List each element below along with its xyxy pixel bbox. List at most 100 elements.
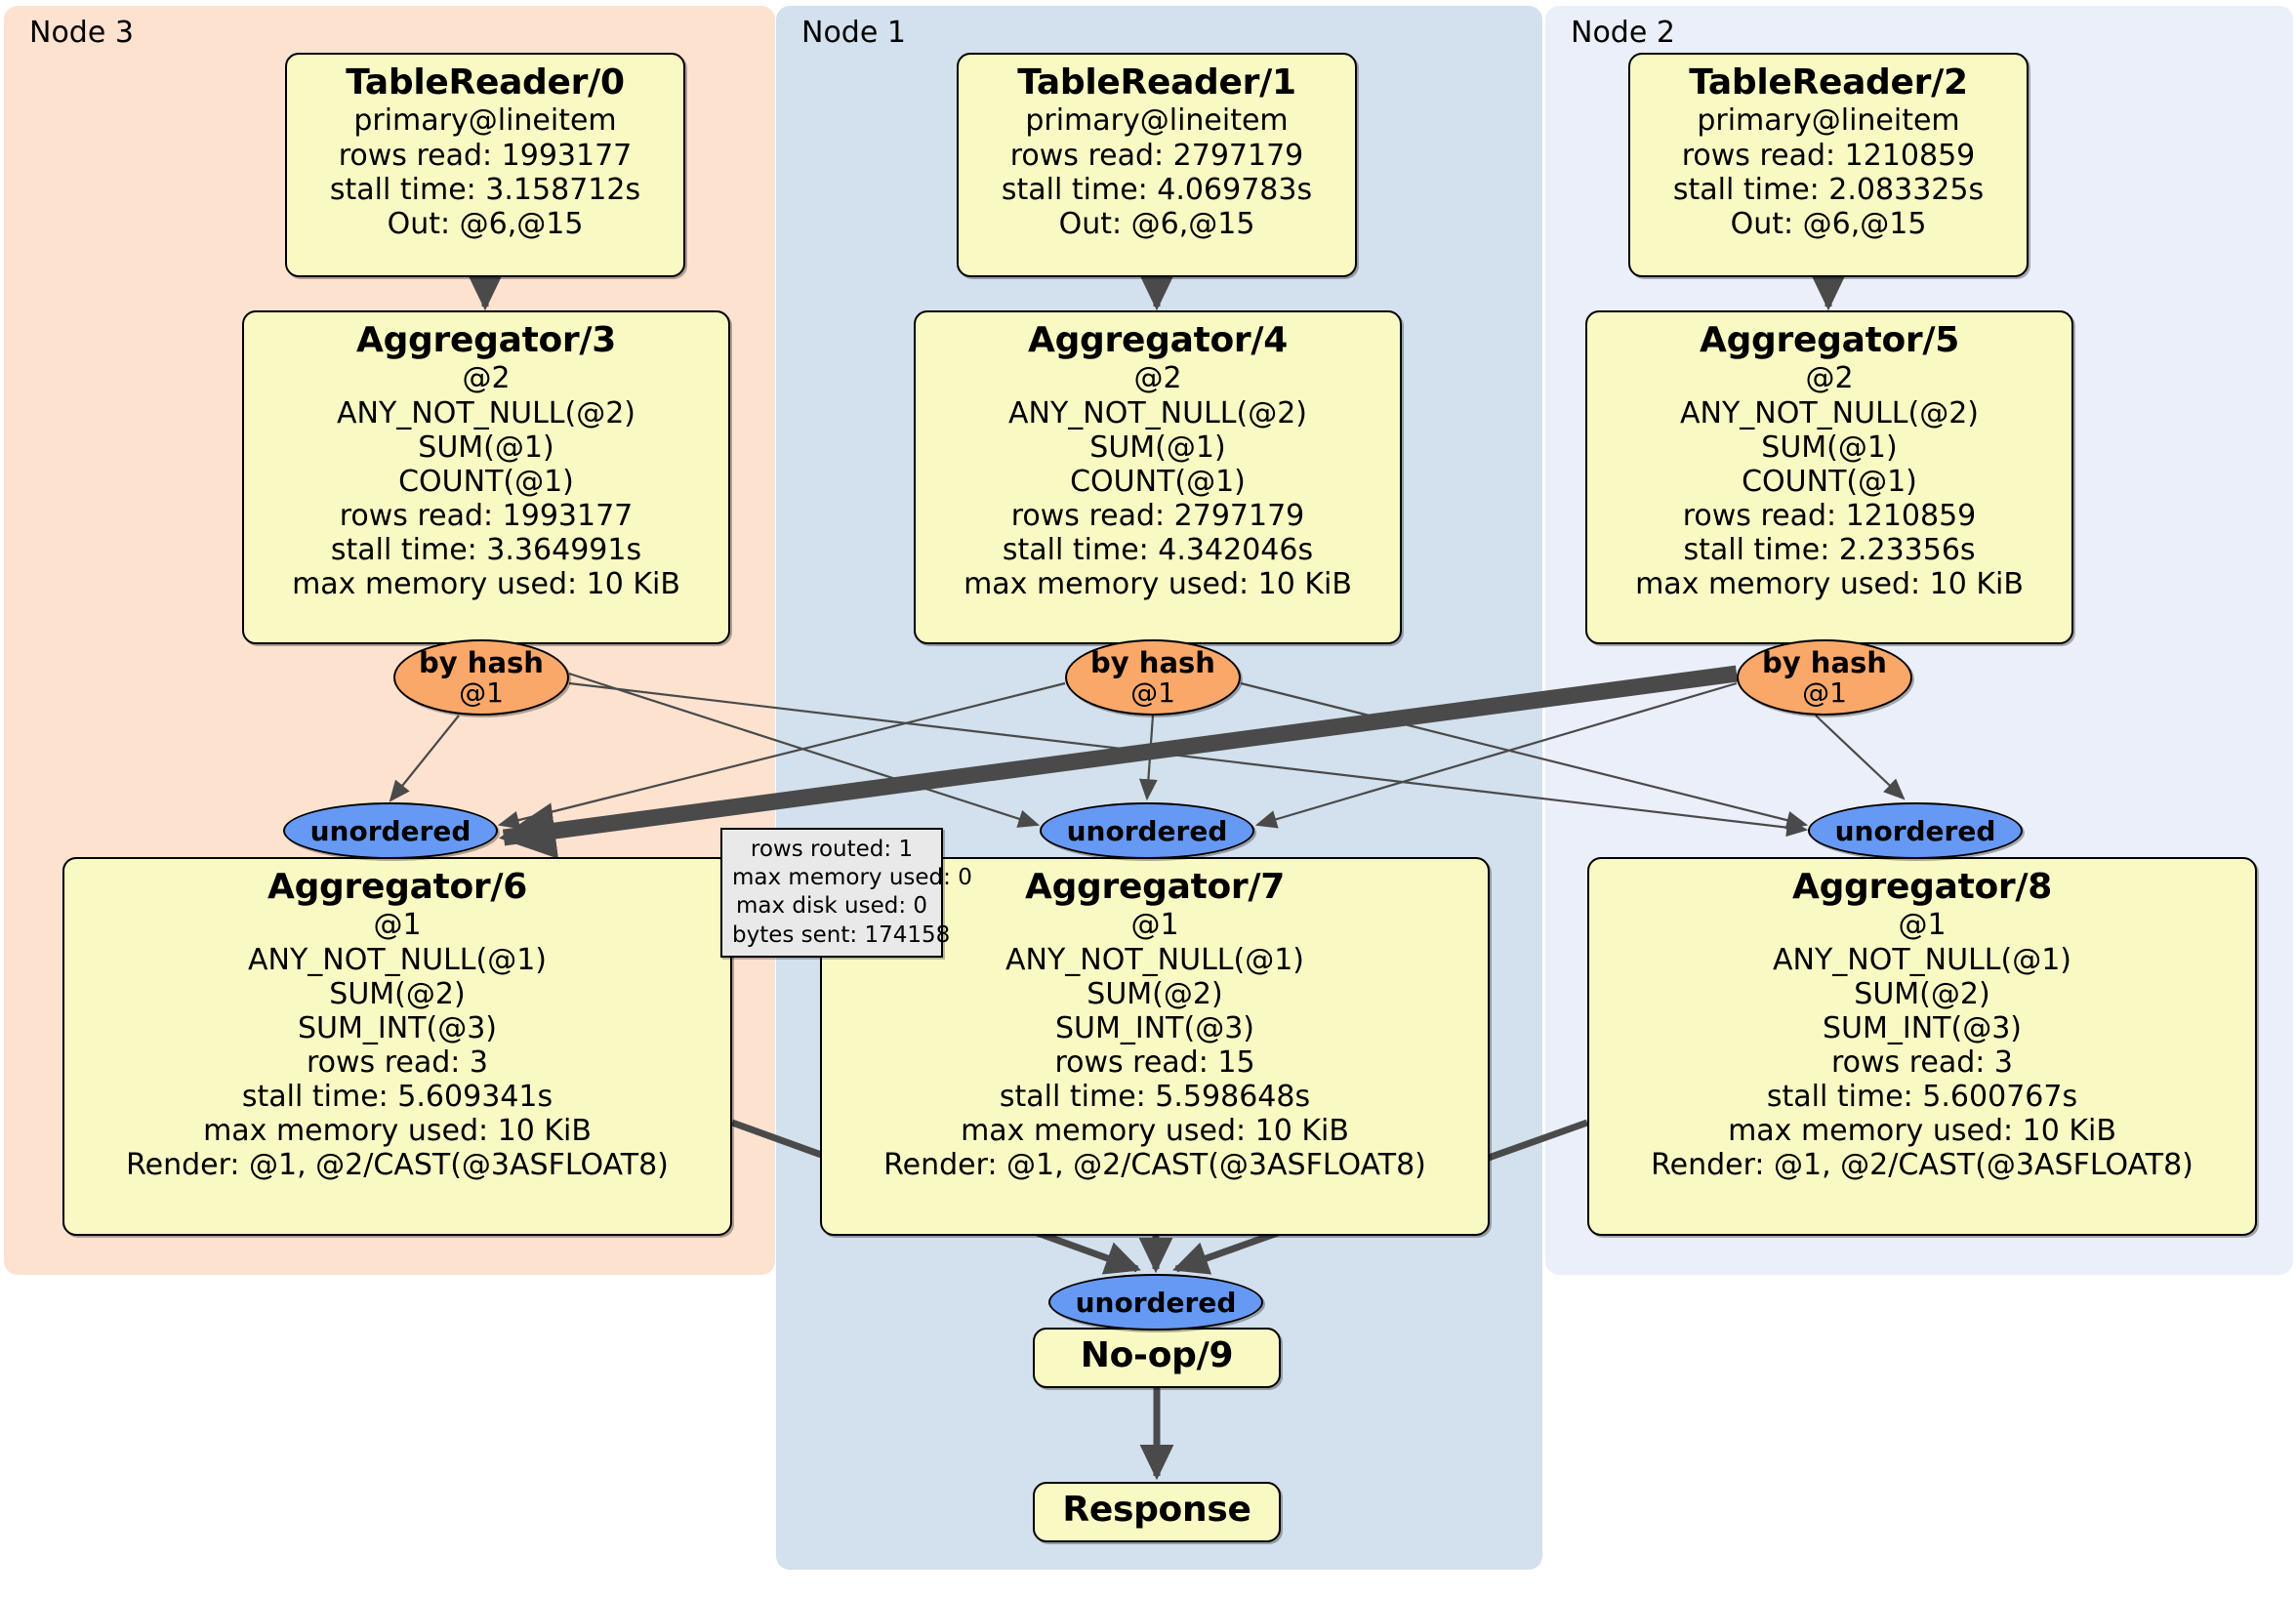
synchronizer-sync9[interactable]: unordered [1048, 1274, 1263, 1331]
processor-detail-line: SUM(@1) [1761, 430, 1898, 465]
processor-detail-line: SUM(@2) [1854, 976, 1990, 1011]
processor-detail-line: rows read: 3 [1830, 1044, 2014, 1080]
synchronizer-label: unordered [1066, 814, 1228, 847]
stream-stats-line: rows routed: 1 [750, 837, 914, 862]
synchronizer-sync7[interactable]: unordered [1040, 802, 1254, 859]
processor-response[interactable]: Response [1033, 1482, 1281, 1542]
processor-detail-line: Out: @6,@15 [387, 206, 584, 241]
processor-detail-line: SUM_INT(@3) [298, 1010, 497, 1045]
processor-title: Aggregator/8 [1792, 867, 2052, 907]
router-label: by hash [419, 646, 544, 680]
processor-detail-line: max memory used: 10 KiB [1728, 1114, 2116, 1149]
processor-detail-line: ANY_NOT_NULL(@1) [1005, 942, 1304, 977]
processor-title: TableReader/0 [346, 62, 625, 102]
processor-title: Aggregator/7 [1025, 867, 1285, 907]
processor-title: Aggregator/4 [1028, 320, 1288, 360]
processor-title: No-op/9 [1080, 1335, 1234, 1375]
cluster-label: Node 2 [1571, 16, 1675, 50]
stream-stats-line: max memory used: 0 [732, 865, 972, 891]
processor-detail-line: Out: @6,@15 [1730, 206, 1927, 241]
processor-detail-line: @2 [462, 361, 511, 396]
processor-detail-line: ANY_NOT_NULL(@1) [248, 942, 547, 977]
processor-detail-line: primary@lineitem [1025, 103, 1289, 139]
processor-detail-line: ANY_NOT_NULL(@2) [1008, 395, 1307, 430]
processor-title: Aggregator/3 [356, 320, 616, 360]
processor-detail-line: rows read: 15 [1054, 1044, 1255, 1080]
synchronizer-sync6[interactable]: unordered [283, 802, 498, 859]
processor-detail-line: rows read: 2797179 [1009, 138, 1304, 173]
processor-detail-line: COUNT(@1) [1742, 464, 1917, 499]
processor-detail-line: ANY_NOT_NULL(@1) [1773, 942, 2071, 977]
processor-detail-line: rows read: 1210859 [1681, 138, 1976, 173]
processor-detail-line: rows read: 3 [306, 1044, 489, 1080]
processor-detail-line: Out: @6,@15 [1058, 206, 1255, 241]
processor-detail-line: SUM_INT(@3) [1823, 1010, 2022, 1045]
processor-detail-line: @2 [1805, 361, 1854, 396]
router-router3[interactable]: by hash@1 [393, 639, 569, 716]
processor-detail-line: rows read: 2797179 [1010, 498, 1305, 533]
cluster-label: Node 3 [29, 16, 134, 50]
processor-detail-line: max memory used: 10 KiB [964, 567, 1352, 602]
router-label: by hash [1762, 646, 1887, 680]
processor-title: TableReader/2 [1689, 62, 1968, 102]
processor-detail-line: stall time: 3.158712s [329, 172, 641, 207]
processor-detail-line: max memory used: 10 KiB [203, 1114, 592, 1149]
processor-title: Response [1062, 1490, 1251, 1530]
processor-detail-line: COUNT(@1) [398, 464, 574, 499]
processor-detail-line: stall time: 4.069783s [1001, 172, 1313, 207]
stream-stats-line: max disk used: 0 [735, 893, 928, 920]
processor-detail-line: max memory used: 10 KiB [961, 1114, 1349, 1149]
synchronizer-label: unordered [309, 814, 472, 847]
processor-detail-line: ANY_NOT_NULL(@2) [337, 395, 636, 430]
processor-detail-line: stall time: 5.600767s [1766, 1079, 2078, 1114]
processor-title: TableReader/1 [1017, 62, 1296, 102]
synchronizer-sync8[interactable]: unordered [1808, 802, 2023, 859]
processor-detail-line: @1 [373, 908, 422, 943]
processor-detail-line: stall time: 2.083325s [1672, 172, 1985, 207]
processor-detail-line: @1 [1130, 908, 1179, 943]
router-sublabel: @1 [459, 676, 504, 709]
synchronizer-label: unordered [1075, 1286, 1237, 1319]
router-sublabel: @1 [1802, 676, 1847, 709]
processor-detail-line: rows read: 1210859 [1682, 498, 1977, 533]
processor-detail-line: stall time: 5.598648s [999, 1079, 1311, 1114]
router-sublabel: @1 [1130, 676, 1175, 709]
processor-detail-line: stall time: 3.364991s [330, 532, 642, 567]
router-router5[interactable]: by hash@1 [1737, 639, 1912, 716]
processor-title: Aggregator/6 [267, 867, 527, 907]
processor-detail-line: SUM(@2) [329, 976, 466, 1011]
processor-detail-line: SUM_INT(@3) [1055, 1010, 1254, 1045]
processor-detail-line: ANY_NOT_NULL(@2) [1680, 395, 1979, 430]
processor-detail-line: stall time: 4.342046s [1002, 532, 1314, 567]
router-label: by hash [1090, 646, 1215, 680]
cluster-label: Node 1 [801, 16, 906, 50]
processor-detail-line: COUNT(@1) [1070, 464, 1246, 499]
processor-detail-line: stall time: 5.609341s [241, 1079, 554, 1114]
processor-detail-line: Render: @1, @2/CAST(@3ASFLOAT8) [883, 1148, 1426, 1183]
processor-title: Aggregator/5 [1700, 320, 1959, 360]
processor-detail-line: @1 [1898, 908, 1947, 943]
processor-detail-line: SUM(@1) [1089, 430, 1226, 465]
stream-stats-line: bytes sent: 174158 [732, 921, 951, 948]
processor-detail-line: primary@lineitem [353, 103, 617, 139]
processor-noop9[interactable]: No-op/9 [1033, 1328, 1281, 1388]
processor-detail-line: max memory used: 10 KiB [292, 567, 680, 602]
router-router4[interactable]: by hash@1 [1065, 639, 1241, 716]
processor-detail-line: rows read: 1993177 [338, 138, 633, 173]
processor-detail-line: rows read: 1993177 [339, 498, 634, 533]
processor-detail-line: stall time: 2.23356s [1683, 532, 1976, 567]
processor-detail-line: max memory used: 10 KiB [1635, 567, 2024, 602]
synchronizer-label: unordered [1834, 814, 1996, 847]
processor-detail-line: Render: @1, @2/CAST(@3ASFLOAT8) [126, 1148, 669, 1183]
